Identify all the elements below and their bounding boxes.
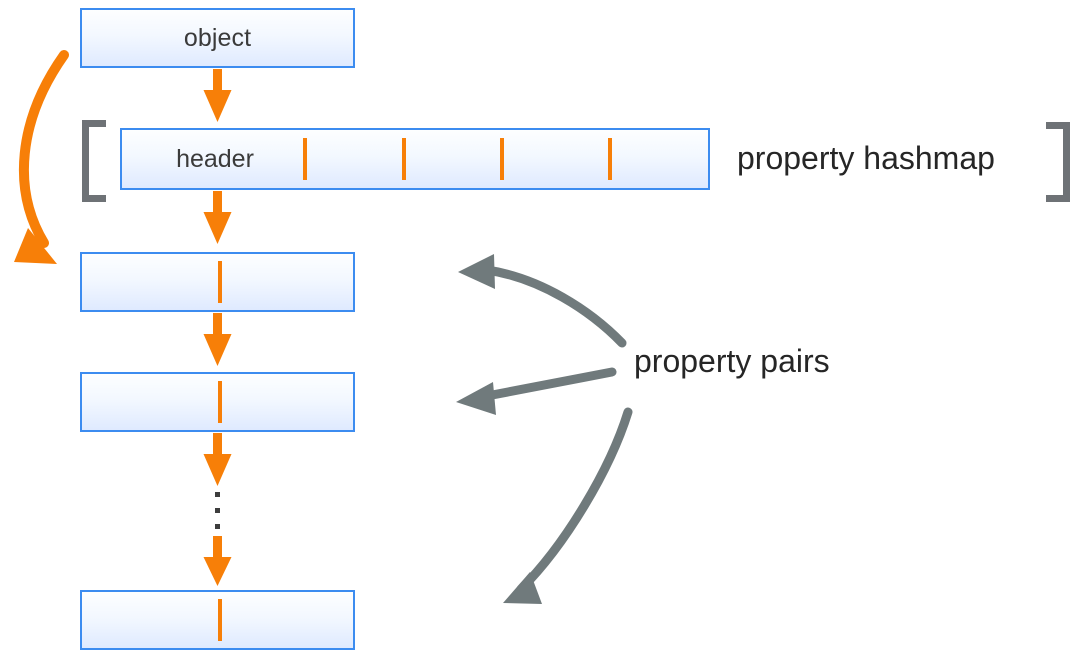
object-box[interactable]: object — [80, 8, 355, 68]
property-pair-box-3[interactable] — [80, 590, 355, 650]
orange-arrow-ellipsis-to-pair3 — [203, 536, 232, 586]
gray-arrow-pairs-middle — [456, 367, 617, 415]
object-box-label: object — [183, 23, 252, 52]
gray-arrow-pairs-lower — [503, 407, 633, 604]
hashmap-bracket-left — [82, 120, 106, 202]
property-pair-divider-1 — [218, 261, 222, 303]
hashmap-slot-tick-4 — [608, 138, 612, 180]
hashmap-slot-tick-3 — [500, 138, 504, 180]
hashmap-slot-tick-1 — [303, 138, 307, 180]
property-hashmap-row[interactable]: header — [120, 128, 710, 190]
property-pairs-caption: property pairs — [634, 343, 830, 379]
orange-arrow-object-to-hashmap — [203, 69, 232, 122]
hashmap-bracket-right — [1046, 122, 1070, 202]
property-pair-divider-3 — [218, 599, 222, 641]
hashmap-header-label: header — [176, 144, 254, 173]
orange-arrow-pair2-to-ellipsis — [203, 433, 232, 486]
vertical-ellipsis-icon — [215, 492, 220, 529]
hashmap-slot-tick-2 — [402, 138, 406, 180]
orange-curved-arrow-object-to-pairs — [14, 50, 69, 264]
property-hashmap-caption: property hashmap — [737, 140, 995, 176]
property-pair-box-2[interactable] — [80, 372, 355, 432]
gray-arrow-pairs-upper — [458, 254, 627, 348]
orange-arrow-pair1-to-pair2 — [203, 313, 232, 366]
orange-arrow-hashmap-to-pair1 — [203, 191, 232, 244]
property-pair-box-1[interactable] — [80, 252, 355, 312]
property-pair-divider-2 — [218, 381, 222, 423]
